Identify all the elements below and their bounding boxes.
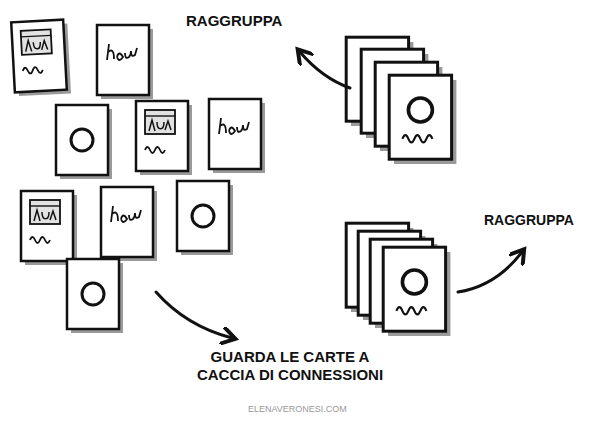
instruction-label: GUARDA LE CARTE A CACCIA DI CONNESSIONI (180, 348, 400, 384)
group-label: RAGGRUPPA (484, 212, 574, 229)
group-label: RAGGRUPPA (186, 12, 282, 30)
watermark: ELENAVERONESI.COM (248, 404, 347, 415)
